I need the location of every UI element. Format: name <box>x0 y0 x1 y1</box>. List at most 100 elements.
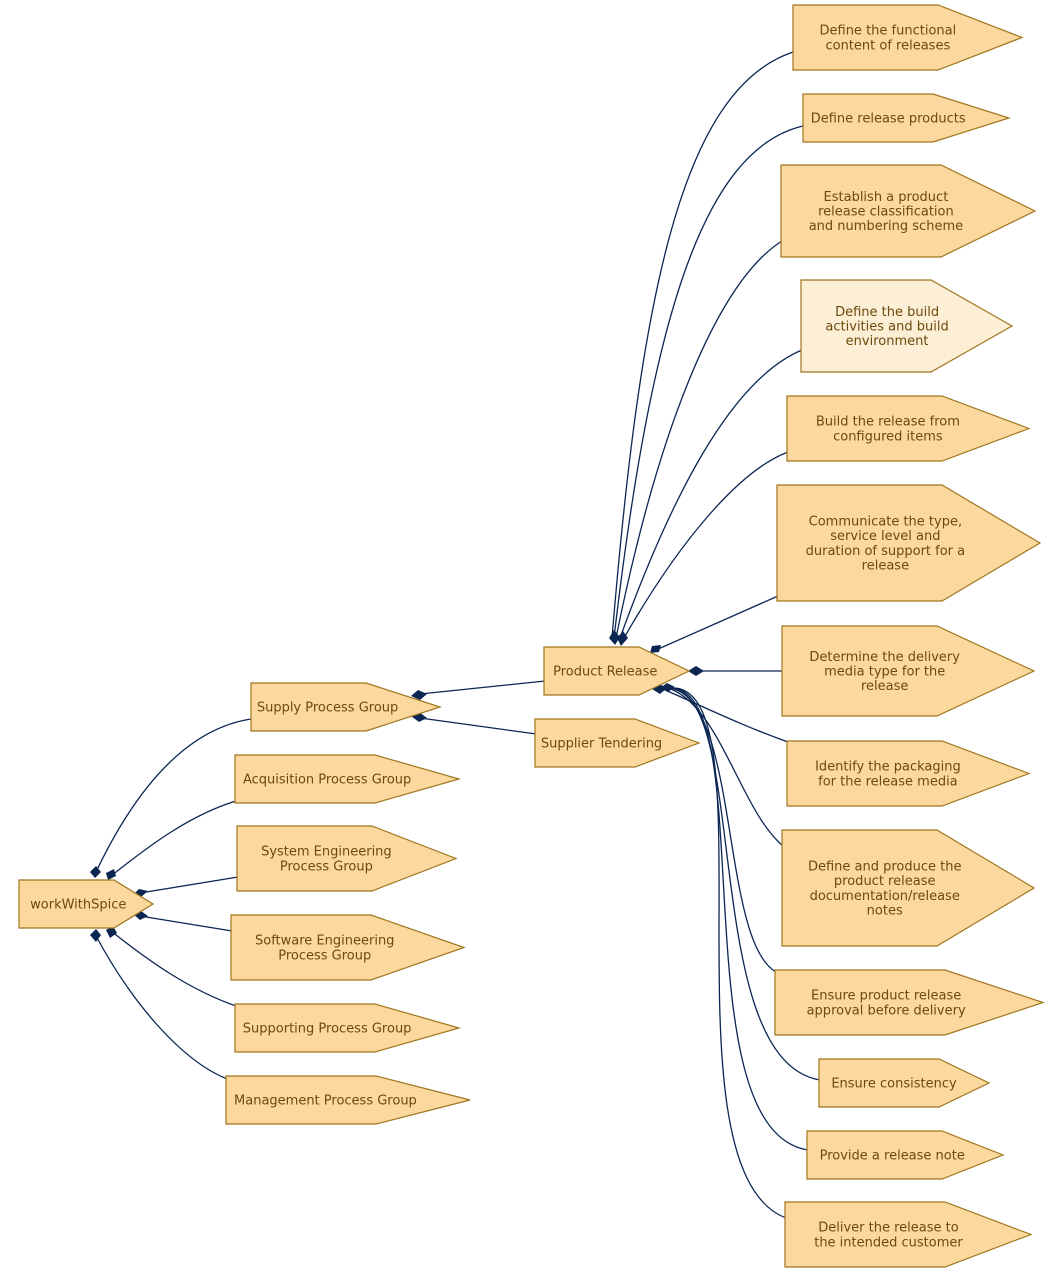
node-shape <box>780 164 1037 258</box>
node-label-line: Ensure consistency <box>831 1077 957 1092</box>
node-label-line: System Engineering <box>261 845 392 860</box>
edge-diamond <box>411 690 427 700</box>
node-shape <box>234 1003 462 1053</box>
node-label-line: Ensure product release <box>811 989 961 1004</box>
node-management[interactable]: Management Process Group <box>225 1075 471 1125</box>
node-label-line: media type for the <box>824 665 945 680</box>
node-label-line: Supply Process Group <box>257 701 398 716</box>
node-shape <box>250 682 442 732</box>
node-supplier-tendering[interactable]: Supplier Tendering <box>534 718 701 768</box>
node-label-line: Determine the delivery <box>809 650 960 665</box>
node-label-line: for the release media <box>818 774 958 789</box>
edge-pr-approval <box>669 687 777 973</box>
node-shape <box>230 914 466 981</box>
edge-root-supporting <box>110 930 237 1007</box>
edge-diamond <box>106 869 116 880</box>
node-shape <box>806 1130 1005 1180</box>
node-label-line: Supporting Process Group <box>243 1022 412 1037</box>
node-label-line: Define the build <box>835 305 939 320</box>
node-label-line: activities and build <box>825 320 948 335</box>
edge-pr-define-build <box>619 349 803 639</box>
node-label-line: Communicate the type, <box>809 515 962 530</box>
node-label-line: duration of support for a <box>806 544 966 559</box>
edge-supply-product-release <box>419 680 546 695</box>
edge-pr-documentation <box>667 687 784 847</box>
edge-pr-define-products <box>613 125 804 639</box>
edge-diamond <box>106 926 117 938</box>
node-label-line: Product Release <box>553 665 657 680</box>
node-shape <box>781 625 1036 717</box>
edge-diamond <box>617 631 628 646</box>
edge-diamond <box>650 645 661 653</box>
node-label-line: Supplier Tendering <box>541 737 662 752</box>
node-label-line: Software Engineering <box>255 934 394 949</box>
node-label-line: Establish a product <box>824 190 949 205</box>
node-label-line: and numbering scheme <box>809 219 963 234</box>
node-shape <box>792 4 1024 71</box>
edge-diamond <box>609 630 620 645</box>
node-shape <box>234 754 462 804</box>
edge-root-acquisition <box>110 800 237 877</box>
node-label-line: Define and produce the <box>808 860 962 875</box>
edge-diamond <box>90 929 101 942</box>
node-shape <box>802 93 1011 143</box>
node-label-line: release <box>862 558 909 573</box>
node-shape <box>774 969 1045 1036</box>
edge-pr-packaging <box>664 689 789 743</box>
edge-pr-build-release <box>623 451 789 639</box>
edge-diamond <box>660 683 675 692</box>
node-supporting[interactable]: Supporting Process Group <box>234 1003 462 1053</box>
node-label-line: notes <box>867 903 903 918</box>
node-label-line: approval before delivery <box>807 1003 966 1018</box>
edge-pr-consistency <box>671 687 821 1081</box>
node-shape <box>543 646 691 696</box>
node-shape <box>534 718 701 768</box>
node-release-note[interactable]: Provide a release note <box>806 1130 1005 1180</box>
edge-diamond <box>90 866 101 878</box>
node-acquisition[interactable]: Acquisition Process Group <box>234 754 462 804</box>
node-label-line: Build the release from <box>816 415 960 430</box>
node-label-line: documentation/release <box>810 889 960 904</box>
edge-pr-release-note <box>673 687 809 1151</box>
edge-root-software-eng <box>139 915 233 932</box>
node-shape <box>786 740 1031 807</box>
node-label-line: configured items <box>833 429 943 444</box>
node-label-line: Process Group <box>278 948 371 963</box>
node-label-line: service level and <box>830 529 940 544</box>
node-label-line: workWithSpice <box>30 898 126 913</box>
node-define-products[interactable]: Define release products <box>802 93 1011 143</box>
node-product-release[interactable]: Product Release <box>543 646 691 696</box>
nodes-layer: workWithSpice Supply Process GroupAcquisi… <box>18 4 1045 1268</box>
node-label-line: environment <box>846 334 929 349</box>
node-label-line: content of releases <box>825 38 950 53</box>
edge-pr-define-functional <box>611 51 794 639</box>
edge-supply-supplier-tendering <box>419 717 537 735</box>
node-consistency[interactable]: Ensure consistency <box>818 1058 991 1108</box>
node-root[interactable]: workWithSpice <box>18 879 155 929</box>
node-label-line: Provide a release note <box>820 1149 965 1164</box>
edge-root-supply <box>94 718 252 875</box>
node-shape <box>800 279 1014 373</box>
edge-pr-establish-scheme <box>615 240 783 639</box>
node-label-line: Define release products <box>811 112 966 127</box>
node-label-line: Identify the packaging <box>815 760 961 775</box>
edge-diamond <box>688 666 704 676</box>
node-supply[interactable]: Supply Process Group <box>250 682 442 732</box>
node-label-line: Define the functional <box>820 24 957 39</box>
node-shape <box>818 1058 991 1108</box>
node-shape <box>236 825 458 892</box>
node-label-line: release <box>861 679 908 694</box>
node-communicate-type[interactable]: Communicate the type,service level anddu… <box>776 484 1042 602</box>
